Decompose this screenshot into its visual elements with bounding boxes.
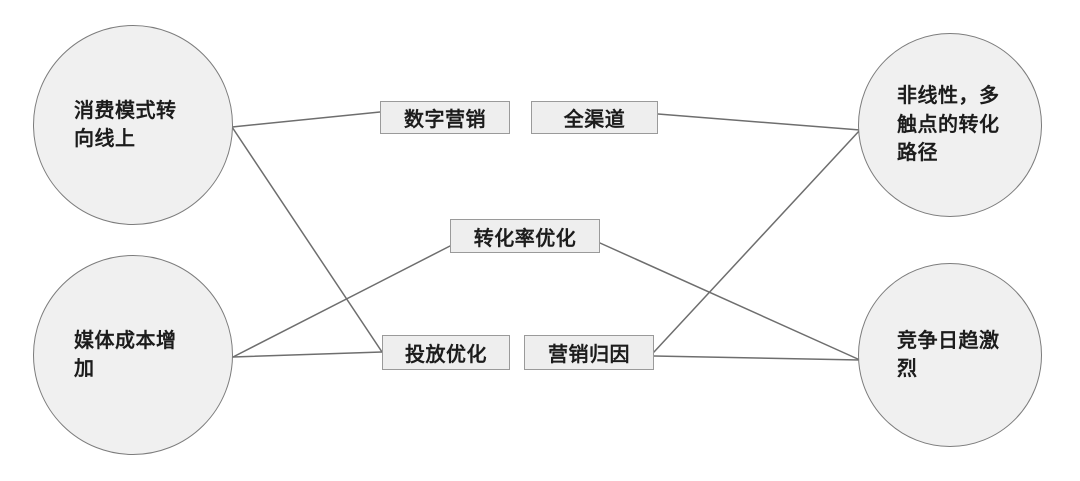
edge-tl-delivery-optimization xyxy=(231,126,383,353)
edge-bl-conversion-rate-optimization xyxy=(232,245,451,358)
node-label: 消费模式转 向线上 xyxy=(74,99,177,150)
edge-bl-delivery-optimization xyxy=(232,351,383,358)
box-label: 投放优化 xyxy=(405,344,487,366)
box-label: 数字营销 xyxy=(404,109,486,131)
box-label: 全渠道 xyxy=(563,109,626,131)
node-label: 媒体成本增 加 xyxy=(74,329,177,380)
box-conversion-rate-optimization[interactable]: 转化率优化 xyxy=(450,219,600,253)
node-label: 非线性，多 触点的转化 路径 xyxy=(897,85,1000,165)
box-marketing-attribution[interactable]: 营销归因 xyxy=(524,335,654,370)
node-consumption-shift-online[interactable]: 消费模式转 向线上 xyxy=(33,25,233,225)
node-increasing-competition[interactable]: 竞争日趋激 烈 xyxy=(858,263,1042,447)
edge-omni-channel-tr xyxy=(657,113,861,131)
node-media-cost-increase[interactable]: 媒体成本增 加 xyxy=(33,255,233,455)
edge-conversion-rate-optimization-br xyxy=(599,242,861,361)
node-nonlinear-multitouch-path[interactable]: 非线性，多 触点的转化 路径 xyxy=(858,33,1042,217)
box-label: 营销归因 xyxy=(548,344,630,366)
edge-marketing-attribution-br xyxy=(653,355,861,361)
edge-tl-digital-marketing xyxy=(231,111,381,128)
box-label: 转化率优化 xyxy=(473,227,577,250)
node-label: 竞争日趋激 烈 xyxy=(897,329,1000,380)
box-digital-marketing[interactable]: 数字营销 xyxy=(380,101,510,134)
box-omni-channel[interactable]: 全渠道 xyxy=(531,101,658,134)
edge-marketing-attribution-tr xyxy=(653,129,861,353)
box-delivery-optimization[interactable]: 投放优化 xyxy=(382,335,510,370)
